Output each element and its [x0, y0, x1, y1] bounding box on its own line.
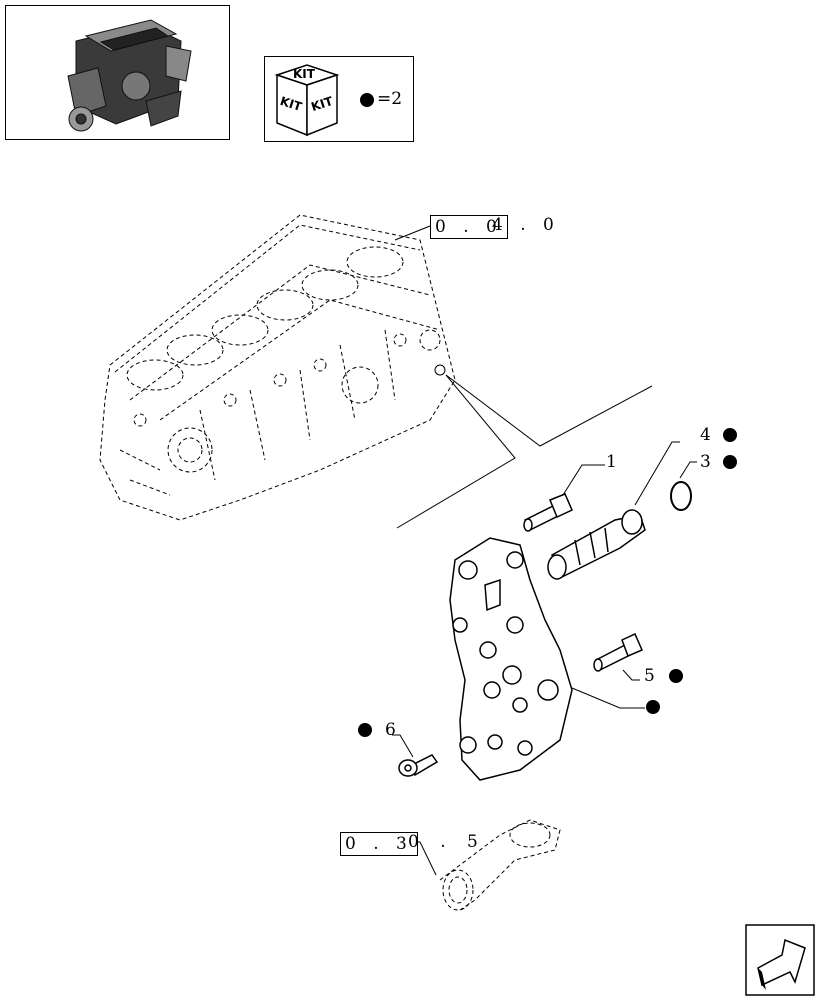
- pump-body: [449, 537, 573, 781]
- callout-5-dot: [669, 669, 683, 683]
- leader-4: [634, 441, 680, 506]
- leader-to-break-upper: [445, 374, 653, 447]
- bolt-part-1: [523, 493, 573, 532]
- engine-thumbnail-icon: [67, 19, 192, 132]
- leader-to-break-lower: [396, 374, 516, 529]
- block-ref-rest: 4 . 0: [492, 215, 560, 235]
- leader-3: [679, 461, 697, 479]
- bolt-part-6: [398, 754, 439, 777]
- leader-5: [622, 669, 640, 681]
- kit-cube-label-top: KIT: [293, 67, 315, 81]
- callout-3-dot: [723, 455, 737, 469]
- callout-1: 1: [606, 452, 617, 472]
- bolt-part-5: [593, 632, 643, 672]
- pump-kit-dot: [646, 700, 660, 714]
- pipe-ref-rest: 0 . 5: [408, 832, 486, 852]
- pipe-ref-boxed[interactable]: 0 . 3: [340, 832, 418, 856]
- callout-6: 6: [385, 720, 396, 740]
- kit-legend-box: KIT KIT KIT =2: [264, 56, 414, 142]
- kit-legend-text: =2: [377, 89, 403, 109]
- oring-part-3: [670, 481, 692, 511]
- leader-block-ref: [394, 225, 431, 241]
- leader-1: [562, 464, 605, 496]
- kit-cube-icon: [274, 64, 340, 137]
- callout-3: 3: [700, 452, 711, 472]
- valve-part-4: [547, 509, 646, 580]
- callout-6-dot: [358, 723, 372, 737]
- leader-6: [392, 734, 414, 758]
- callout-4: 4: [700, 425, 711, 445]
- callout-5: 5: [644, 666, 655, 686]
- engine-thumbnail-frame: [5, 5, 230, 140]
- pipe-elbow-phantom: [439, 819, 561, 911]
- block-ref-boxed[interactable]: 0 . 0: [430, 215, 508, 239]
- leader-pump: [571, 687, 645, 709]
- engine-block-phantom: [99, 214, 456, 521]
- kit-legend-dot: [360, 93, 374, 107]
- callout-4-dot: [723, 428, 737, 442]
- next-page-arrow-icon[interactable]: [745, 924, 815, 996]
